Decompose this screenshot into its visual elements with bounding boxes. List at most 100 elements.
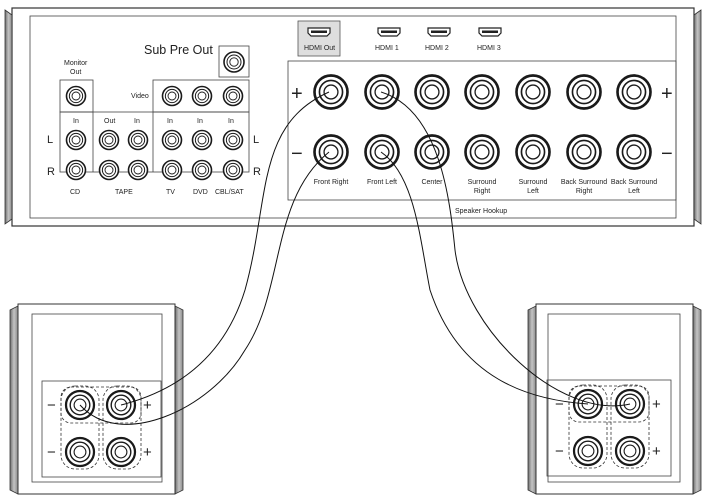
source-label: CD	[70, 189, 80, 196]
hdmi-port[interactable]: HDMI 1	[375, 27, 401, 52]
speaker-positive-post[interactable]	[515, 74, 551, 110]
jack-center	[576, 144, 592, 160]
wire-front-right-positive	[120, 91, 330, 406]
jack-center	[71, 135, 81, 145]
hdmi-label: HDMI Out	[304, 45, 335, 52]
source-label: TAPE	[115, 189, 133, 196]
sub-pre-out-label: Sub Pre Out	[144, 43, 213, 57]
right-speaker-lower-negative-post[interactable]	[572, 435, 604, 467]
jack-center	[197, 135, 207, 145]
speaker-hookup-title: Speaker Hookup	[455, 208, 507, 215]
left-speaker-upper-minus: −	[47, 397, 56, 414]
right-speaker-strap-right	[610, 384, 650, 469]
jack-center	[474, 144, 490, 160]
hdmi-pin-strip	[311, 30, 327, 33]
jack-center	[228, 165, 238, 175]
right-speaker-upper-plus: +	[652, 396, 661, 413]
left-speaker-upper-plus: +	[143, 397, 152, 414]
speaker-channel-label: Front Left	[367, 179, 397, 186]
tape-in-left-jack[interactable]	[127, 129, 149, 151]
speaker-channel-label: Front Right	[314, 179, 349, 186]
jack-center	[104, 165, 114, 175]
tape-out-right-jack[interactable]	[98, 159, 120, 181]
input-header: In	[197, 118, 203, 125]
speaker-channel-label-line2: Right	[474, 188, 490, 195]
speaker-negative-post[interactable]	[566, 134, 602, 170]
speaker-positive-post[interactable]	[464, 74, 500, 110]
speaker-positive-post[interactable]	[566, 74, 602, 110]
left-speaker-inner	[31, 313, 163, 483]
left-speaker-terminal-plate	[41, 380, 162, 478]
cd-right-jack[interactable]	[65, 159, 87, 181]
video-cbl-sat-jack[interactable]	[222, 85, 244, 107]
monitor-out-jack[interactable]	[65, 85, 87, 107]
right-speaker-terminal-plate	[546, 379, 672, 477]
jack-center	[525, 84, 541, 100]
cd-left-jack[interactable]	[65, 129, 87, 151]
left-speaker-lower-minus: −	[47, 444, 56, 461]
speaker-negative-post[interactable]	[414, 134, 450, 170]
right-speaker-lower-positive-post[interactable]	[614, 435, 646, 467]
speaker-positive-post[interactable]	[313, 74, 349, 110]
right-channel-label: R	[47, 166, 55, 178]
cbl-sat-left-jack[interactable]	[222, 129, 244, 151]
speaker-channel-label: Back Surround	[611, 179, 657, 186]
speaker-channel-label: Center	[421, 179, 443, 186]
dvd-left-jack[interactable]	[191, 129, 213, 151]
tv-left-jack[interactable]	[161, 129, 183, 151]
speaker-negative-post[interactable]	[616, 134, 652, 170]
tv-right-jack[interactable]	[161, 159, 183, 181]
jack-center	[104, 135, 114, 145]
jack-center	[623, 444, 637, 458]
hdmi-port[interactable]: HDMI 3	[477, 27, 502, 52]
right-speaker-upper-minus: −	[555, 396, 564, 413]
right-speaker-strap-left	[568, 384, 608, 469]
right-speaker-left-side	[527, 305, 537, 495]
jack-center	[197, 165, 207, 175]
jack-center	[581, 444, 595, 458]
jack-center	[323, 144, 339, 160]
hdmi-port[interactable]: HDMI Out	[297, 20, 341, 57]
right-channel-label-right: R	[253, 166, 261, 178]
right-speaker-lower-plus: +	[652, 443, 661, 460]
jack-center	[73, 445, 87, 459]
speaker-negative-post[interactable]	[515, 134, 551, 170]
left-speaker-lower-positive-post[interactable]	[105, 436, 137, 468]
wire-front-left-negative	[380, 151, 589, 405]
jack-center	[71, 165, 81, 175]
jack-center	[228, 91, 238, 101]
left-speaker-lower-negative-post[interactable]	[64, 436, 96, 468]
sub-pre-out-jack[interactable]	[223, 51, 245, 73]
input-header: In	[228, 118, 234, 125]
jack-center	[71, 91, 81, 101]
hdmi-pin-strip	[482, 30, 498, 33]
speaker-positive-post[interactable]	[414, 74, 450, 110]
jack-center	[626, 144, 642, 160]
video-tv-jack[interactable]	[161, 85, 183, 107]
wire-front-right-negative	[79, 151, 330, 425]
left-channel-label: L	[47, 134, 53, 146]
hdmi-port[interactable]: HDMI 2	[425, 27, 451, 52]
source-label: DVD	[193, 189, 208, 196]
speaker-negative-post[interactable]	[313, 134, 349, 170]
speaker-positive-post[interactable]	[616, 74, 652, 110]
left-channel-label-right: L	[253, 134, 259, 146]
dvd-right-jack[interactable]	[191, 159, 213, 181]
jack-center	[474, 84, 490, 100]
jack-center	[424, 84, 440, 100]
hdmi-label: HDMI 2	[425, 45, 449, 52]
input-header: Out	[104, 118, 115, 125]
tape-in-right-jack[interactable]	[127, 159, 149, 181]
video-dvd-jack[interactable]	[191, 85, 213, 107]
jack-center	[133, 165, 143, 175]
speaker-panel-plus-left: +	[291, 83, 303, 105]
cbl-sat-right-jack[interactable]	[222, 159, 244, 181]
left-speaker-strap-left	[60, 385, 100, 470]
speaker-negative-post[interactable]	[464, 134, 500, 170]
jack-center	[197, 91, 207, 101]
jack-center	[525, 144, 541, 160]
input-header: In	[134, 118, 140, 125]
audio-inputs-box	[59, 111, 250, 173]
receiver-body	[11, 7, 695, 227]
tape-out-left-jack[interactable]	[98, 129, 120, 151]
